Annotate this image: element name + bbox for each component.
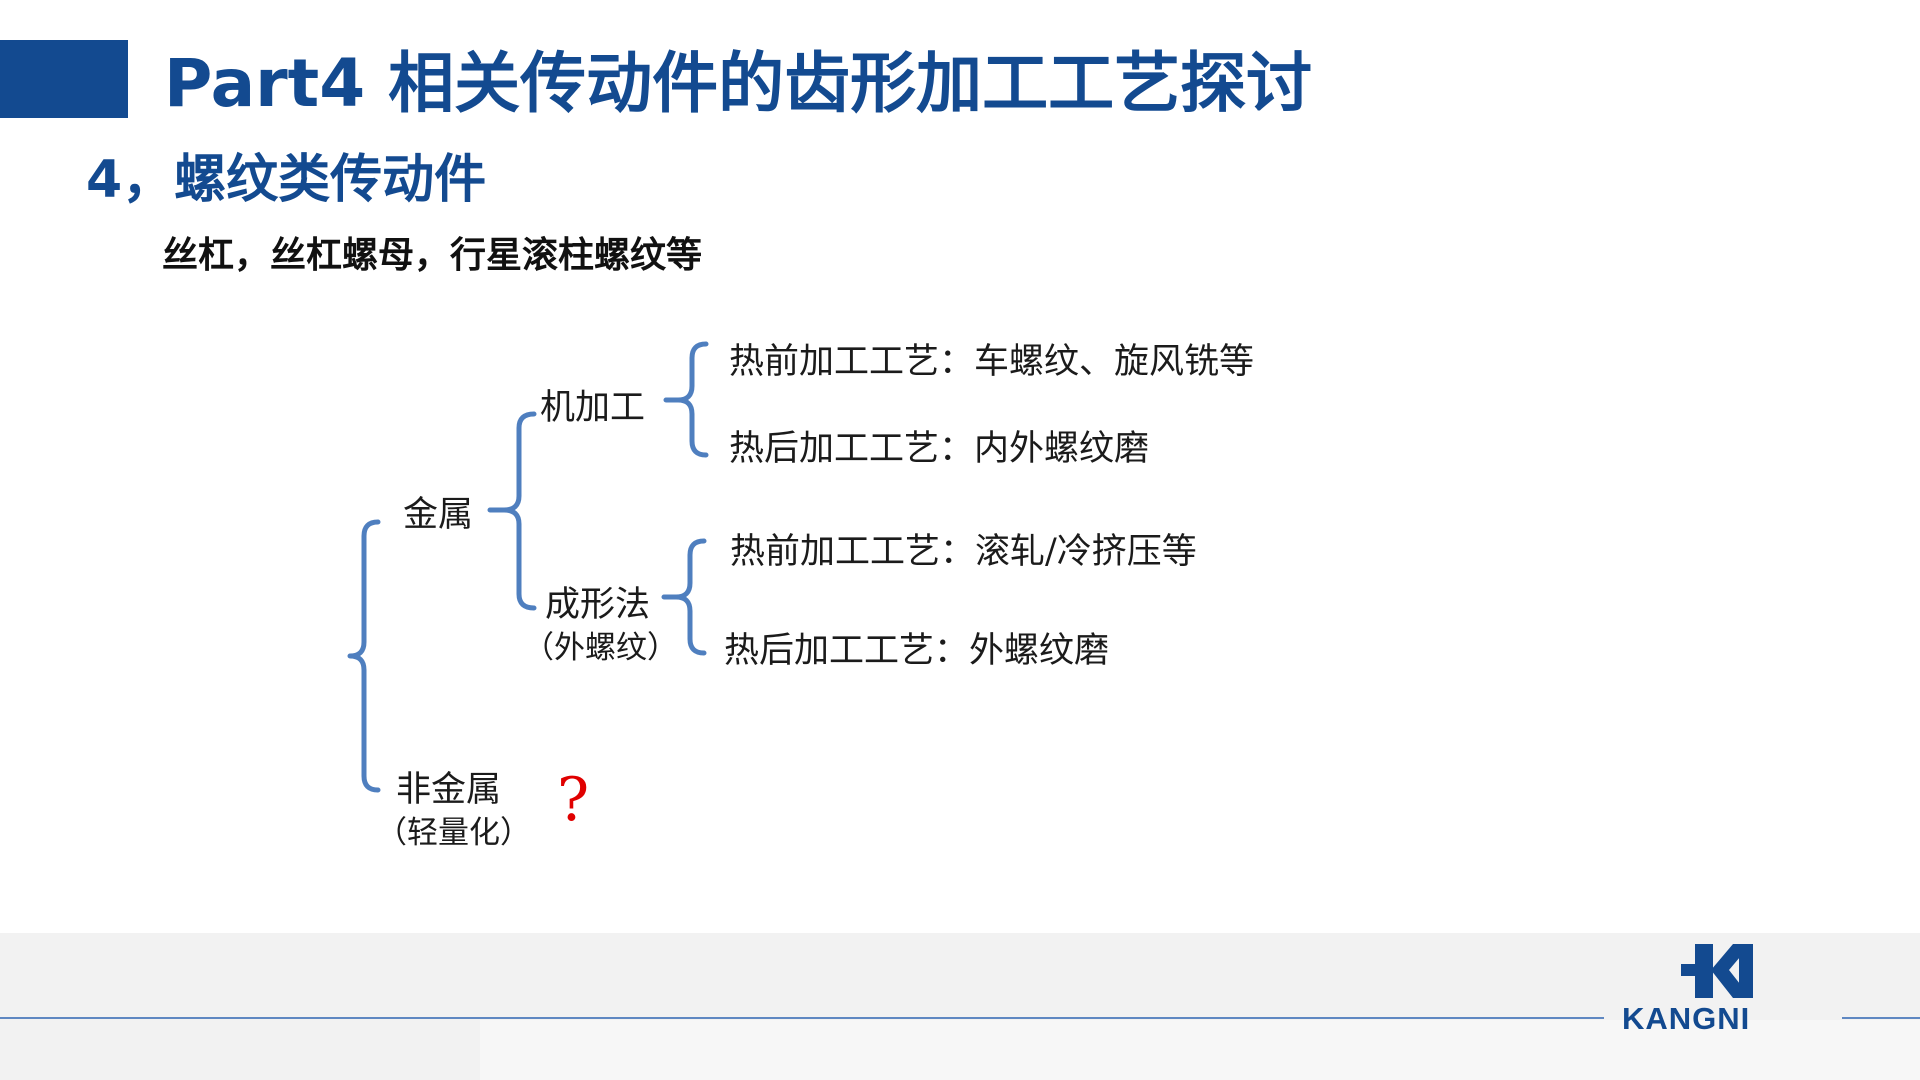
subtitle: 丝杠，丝杠螺母，行星滚柱螺纹等 [162,234,703,276]
node-machining: 机加工 [540,388,646,428]
machining-bracket [663,341,709,458]
kangni-logo-icon [1681,944,1753,998]
root-bracket [347,519,381,793]
metal-bracket [487,411,537,611]
node-metal: 金属 [403,495,474,535]
node-forming-note: （外螺纹） [523,630,678,666]
question-mark: ? [557,765,590,835]
footer-panel [480,1020,1920,1080]
node-forming-post-heat: 热后加工工艺：外螺纹磨 [724,631,1110,671]
node-machining-post-heat: 热后加工工艺：内外螺纹磨 [729,429,1150,469]
section-heading: 4，螺纹类传动件 [86,150,487,210]
node-machining-pre-heat: 热前加工工艺：车螺纹、旋风铣等 [729,342,1255,382]
page-title: Part4 相关传动件的齿形加工工艺探讨 [164,45,1313,122]
footer-divider-right [1842,1017,1920,1019]
node-nonmetal-note: （轻量化） [376,815,531,851]
node-forming-pre-heat: 热前加工工艺：滚轧/冷挤压等 [730,532,1197,572]
footer-divider-left [0,1017,1604,1019]
title-accent-block [0,40,128,118]
node-forming: 成形法 [545,585,651,625]
node-nonmetal: 非金属 [396,770,502,810]
forming-bracket [661,538,707,656]
kangni-logo-text: KANGNI [1622,1001,1751,1036]
